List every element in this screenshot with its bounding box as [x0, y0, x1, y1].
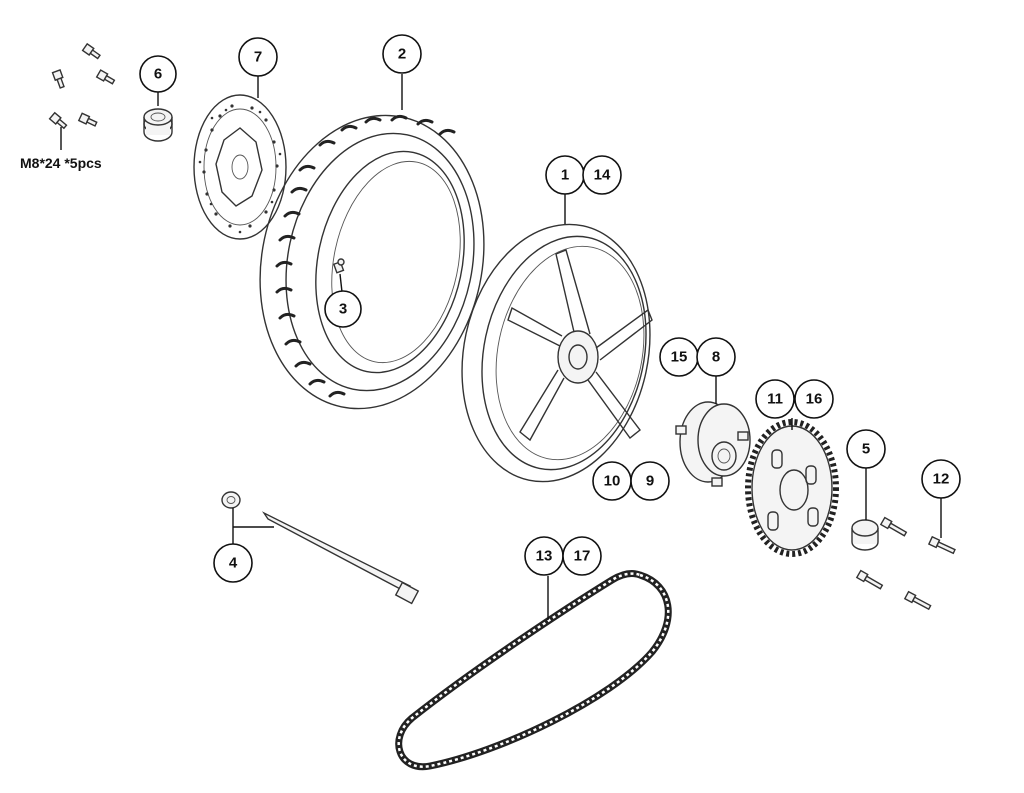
- drive-chain: [395, 570, 672, 771]
- disc-bolt: [51, 69, 65, 89]
- svg-text:2: 2: [398, 46, 406, 63]
- callout-13: 13: [524, 536, 564, 576]
- callout-15: 15: [659, 337, 699, 377]
- spacer-collar: [143, 108, 173, 142]
- svg-text:10: 10: [604, 473, 621, 490]
- svg-text:5: 5: [862, 441, 870, 458]
- callout-11: 11: [755, 379, 795, 419]
- wheel-rim: [461, 223, 653, 483]
- sprocket-bolt: [903, 590, 932, 611]
- callout-2: 2: [382, 34, 422, 74]
- callout-8: 8: [696, 337, 736, 377]
- svg-text:17: 17: [574, 548, 591, 565]
- callout-12: 12: [921, 459, 961, 499]
- callout-3: 3: [324, 290, 362, 328]
- disc-bolt: [81, 42, 101, 60]
- svg-text:15: 15: [671, 349, 688, 366]
- svg-text:12: 12: [933, 471, 950, 488]
- svg-text:8: 8: [712, 349, 720, 366]
- callout-1: 1: [545, 155, 585, 195]
- svg-text:14: 14: [594, 167, 611, 184]
- tire-valve: [332, 258, 345, 274]
- svg-text:4: 4: [229, 555, 238, 572]
- callout-10: 10: [592, 461, 632, 501]
- sprocket-hub: [675, 401, 751, 487]
- callout-14: 14: [582, 155, 622, 195]
- disc-bolt: [77, 112, 98, 127]
- disc-bolt: [48, 111, 68, 130]
- svg-text:7: 7: [254, 49, 262, 66]
- callout-7: 7: [238, 37, 278, 77]
- sprocket-bolt: [855, 569, 884, 590]
- svg-text:11: 11: [767, 391, 783, 408]
- rear-axle: [221, 491, 420, 605]
- svg-text:6: 6: [154, 66, 162, 83]
- callout-4: 4: [213, 543, 253, 583]
- callout-9: 9: [630, 461, 670, 501]
- callout-17: 17: [562, 536, 602, 576]
- sprocket-bolts-group: [855, 516, 956, 611]
- bolt-spec-label: M8*24 *5pcs: [20, 155, 102, 171]
- svg-text:3: 3: [339, 301, 347, 318]
- right-spacer: [851, 519, 879, 551]
- disc-bolt: [95, 69, 116, 85]
- callout-5: 5: [846, 429, 886, 469]
- brake-disc: [193, 94, 287, 240]
- sprocket-bolt: [879, 516, 908, 537]
- tire: [259, 114, 485, 410]
- sprocket-bolt: [927, 535, 956, 555]
- svg-text:1: 1: [561, 167, 569, 184]
- svg-text:16: 16: [806, 391, 823, 408]
- rear-sprocket: [745, 419, 839, 557]
- callout-6: 6: [139, 55, 177, 93]
- leader-lines: [157, 74, 942, 620]
- svg-text:9: 9: [646, 473, 654, 490]
- disc-bolts-group: M8*24 *5pcs: [20, 42, 116, 171]
- callout-16: 16: [794, 379, 834, 419]
- svg-text:13: 13: [536, 548, 553, 565]
